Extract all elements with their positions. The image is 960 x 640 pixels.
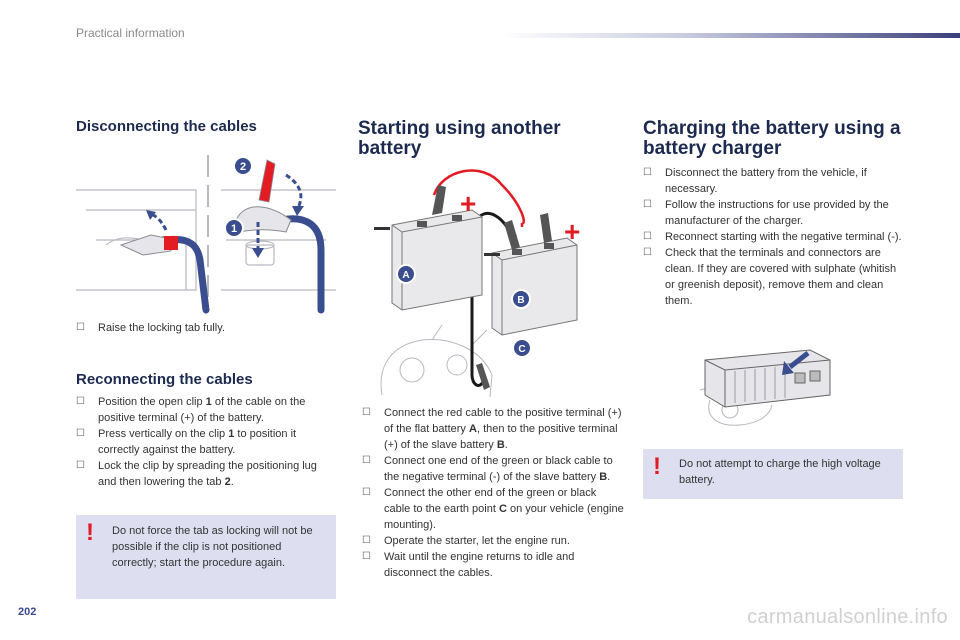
svg-text:B: B	[517, 295, 524, 306]
checkbox-bullet-icon: ☐	[76, 428, 85, 439]
minus-sign-b	[484, 253, 500, 256]
checkbox-bullet-icon: ☐	[362, 407, 371, 418]
checkbox-bullet-icon: ☐	[362, 535, 371, 546]
svg-text:C: C	[518, 344, 525, 355]
list-item: ☐ Raise the locking tab fully.	[76, 320, 331, 336]
warning-box-charger: ! Do not attempt to charge the high volt…	[643, 449, 903, 499]
badge-2: 2	[233, 156, 253, 176]
list-item: ☐Press vertically on the clip 1 to posit…	[76, 428, 297, 456]
disconnect-illustration: 1 2	[76, 155, 336, 314]
checkbox-bullet-icon: ☐	[76, 322, 85, 333]
list-item: ☐Follow the instructions for use provide…	[643, 199, 889, 227]
badge-c: C	[512, 338, 532, 358]
charging-heading: Charging the battery using a battery cha…	[643, 118, 901, 159]
checkbox-bullet-icon: ☐	[643, 247, 652, 258]
reconnect-steps: ☐Position the open clip 1 of the cable o…	[76, 394, 338, 490]
svg-text:A: A	[402, 270, 409, 281]
battery-b	[491, 213, 578, 336]
list-item: ☐Connect the red cable to the positive t…	[362, 407, 622, 451]
list-item: ☐Disconnect the battery from the vehicle…	[643, 167, 867, 195]
badge-1: 1	[224, 218, 244, 238]
header-gradient-bar	[500, 33, 960, 38]
disconnecting-heading: Disconnecting the cables	[76, 118, 257, 135]
warning-text: Do not attempt to charge the high voltag…	[679, 458, 881, 486]
charging-steps: ☐Disconnect the battery from the vehicle…	[643, 165, 905, 309]
warning-icon: !	[653, 453, 661, 480]
reconnecting-heading: Reconnecting the cables	[76, 371, 253, 388]
warning-box-tab: ! Do not force the tab as locking will n…	[76, 515, 336, 599]
checkbox-bullet-icon: ☐	[76, 396, 85, 407]
checkbox-bullet-icon: ☐	[76, 460, 85, 471]
checkbox-bullet-icon: ☐	[362, 487, 371, 498]
checkbox-bullet-icon: ☐	[362, 455, 371, 466]
list-item: ☐Wait until the engine returns to idle a…	[362, 551, 575, 579]
list-item: ☐Operate the starter, let the engine run…	[362, 535, 570, 547]
checkbox-bullet-icon: ☐	[643, 199, 652, 210]
disconnect-steps: ☐ Raise the locking tab fully.	[76, 320, 331, 336]
badge-b: B	[511, 289, 531, 309]
checkbox-bullet-icon: ☐	[643, 167, 652, 178]
minus-sign-a	[374, 227, 390, 230]
list-item: ☐Position the open clip 1 of the cable o…	[76, 396, 306, 424]
section-title: Practical information	[76, 26, 185, 40]
warning-text: Do not force the tab as locking will not…	[112, 525, 313, 569]
list-item: ☐Connect the other end of the green or b…	[362, 487, 624, 531]
list-item: ☐Lock the clip by spreading the position…	[76, 460, 317, 488]
plus-sign-b: +	[564, 216, 580, 247]
plus-sign-a: +	[460, 188, 476, 219]
jump-start-illustration: + + A B C	[374, 169, 580, 398]
battery-charger-illustration	[700, 349, 831, 426]
badge-1-label: 1	[231, 223, 237, 235]
badge-a: A	[396, 264, 416, 284]
list-item: ☐Check that the terminals and connectors…	[643, 247, 897, 307]
disconnect-step-1: Raise the locking tab fully.	[98, 322, 225, 334]
page-number: 202	[18, 606, 37, 618]
checkbox-bullet-icon: ☐	[643, 231, 652, 242]
list-item: ☐Reconnect starting with the negative te…	[643, 231, 902, 243]
warning-icon: !	[86, 519, 94, 546]
starting-heading: Starting using another battery	[358, 118, 561, 159]
starting-steps: ☐Connect the red cable to the positive t…	[362, 405, 624, 581]
badge-2-label: 2	[240, 161, 246, 173]
watermark: carmanualsonline.info	[747, 606, 948, 628]
list-item: ☐Connect one end of the green or black c…	[362, 455, 613, 483]
checkbox-bullet-icon: ☐	[362, 551, 371, 562]
